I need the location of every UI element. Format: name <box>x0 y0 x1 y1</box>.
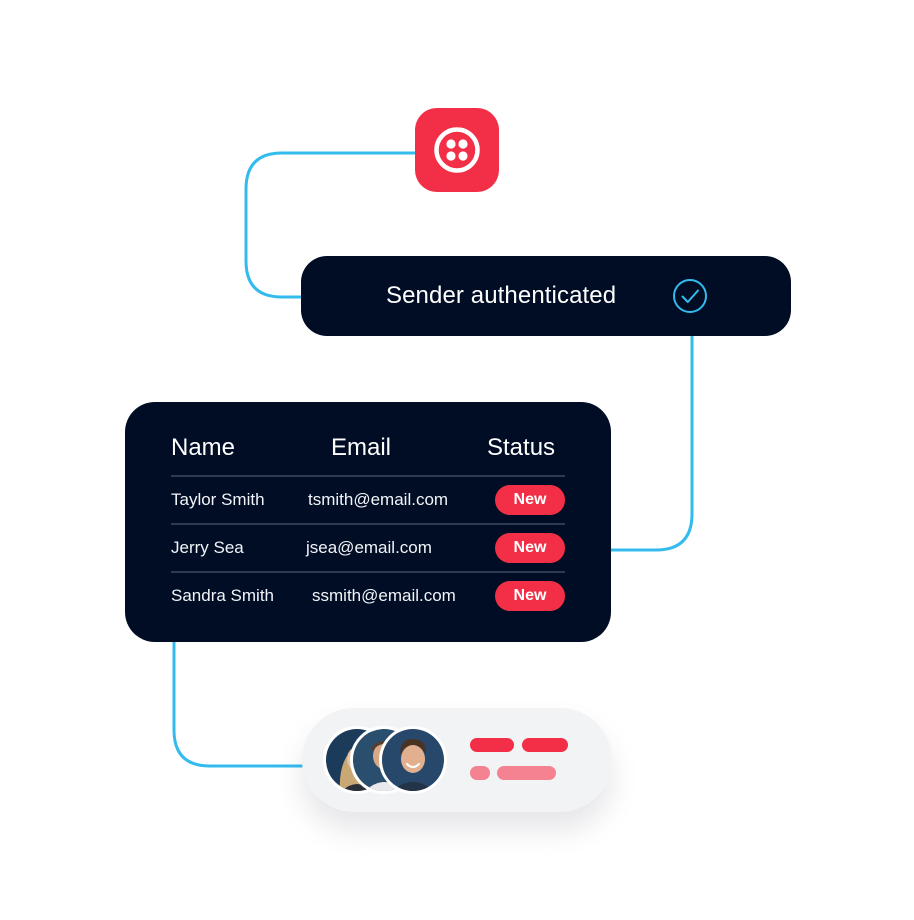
connector-auth-to-table <box>609 334 694 552</box>
column-header-status: Status <box>487 434 556 461</box>
text-placeholder-bar <box>522 738 568 752</box>
row-name: Taylor Smith <box>171 490 265 509</box>
connector-logo-to-auth <box>244 151 417 299</box>
status-badge: New <box>495 533 565 563</box>
row-name: Sandra Smith <box>171 586 274 605</box>
text-placeholder-bar <box>470 766 490 780</box>
contacts-summary-pill <box>302 708 612 812</box>
sender-authenticated-label: Sender authenticated <box>386 282 617 309</box>
table-row[interactable]: Taylor Smith tsmith@email.com New <box>125 477 611 523</box>
row-name: Jerry Sea <box>171 538 244 557</box>
table-divider <box>171 475 565 477</box>
column-header-email: Email <box>331 434 392 461</box>
table-divider <box>171 523 565 525</box>
row-email: tsmith@email.com <box>308 490 449 509</box>
status-badge: New <box>495 485 565 515</box>
text-placeholder-bar <box>497 766 556 780</box>
row-email: jsea@email.com <box>306 538 432 557</box>
table-divider <box>171 571 565 573</box>
twilio-logo-icon <box>434 127 480 173</box>
column-header-name: Name <box>171 434 236 461</box>
twilio-logo-tile <box>415 108 499 192</box>
text-placeholder-bar <box>470 738 514 752</box>
connector-table-to-contacts <box>172 640 304 768</box>
row-email: ssmith@email.com <box>312 586 456 605</box>
avatar-smiling-man-icon <box>379 726 447 794</box>
table-row[interactable]: Jerry Sea jsea@email.com New <box>125 525 611 571</box>
contacts-table: Name Email Status Taylor Smith tsmith@em… <box>125 402 611 642</box>
sender-authenticated-banner: Sender authenticated <box>301 256 791 336</box>
check-circle-icon <box>672 278 708 314</box>
table-row[interactable]: Sandra Smith ssmith@email.com New <box>125 573 611 619</box>
status-badge: New <box>495 581 565 611</box>
